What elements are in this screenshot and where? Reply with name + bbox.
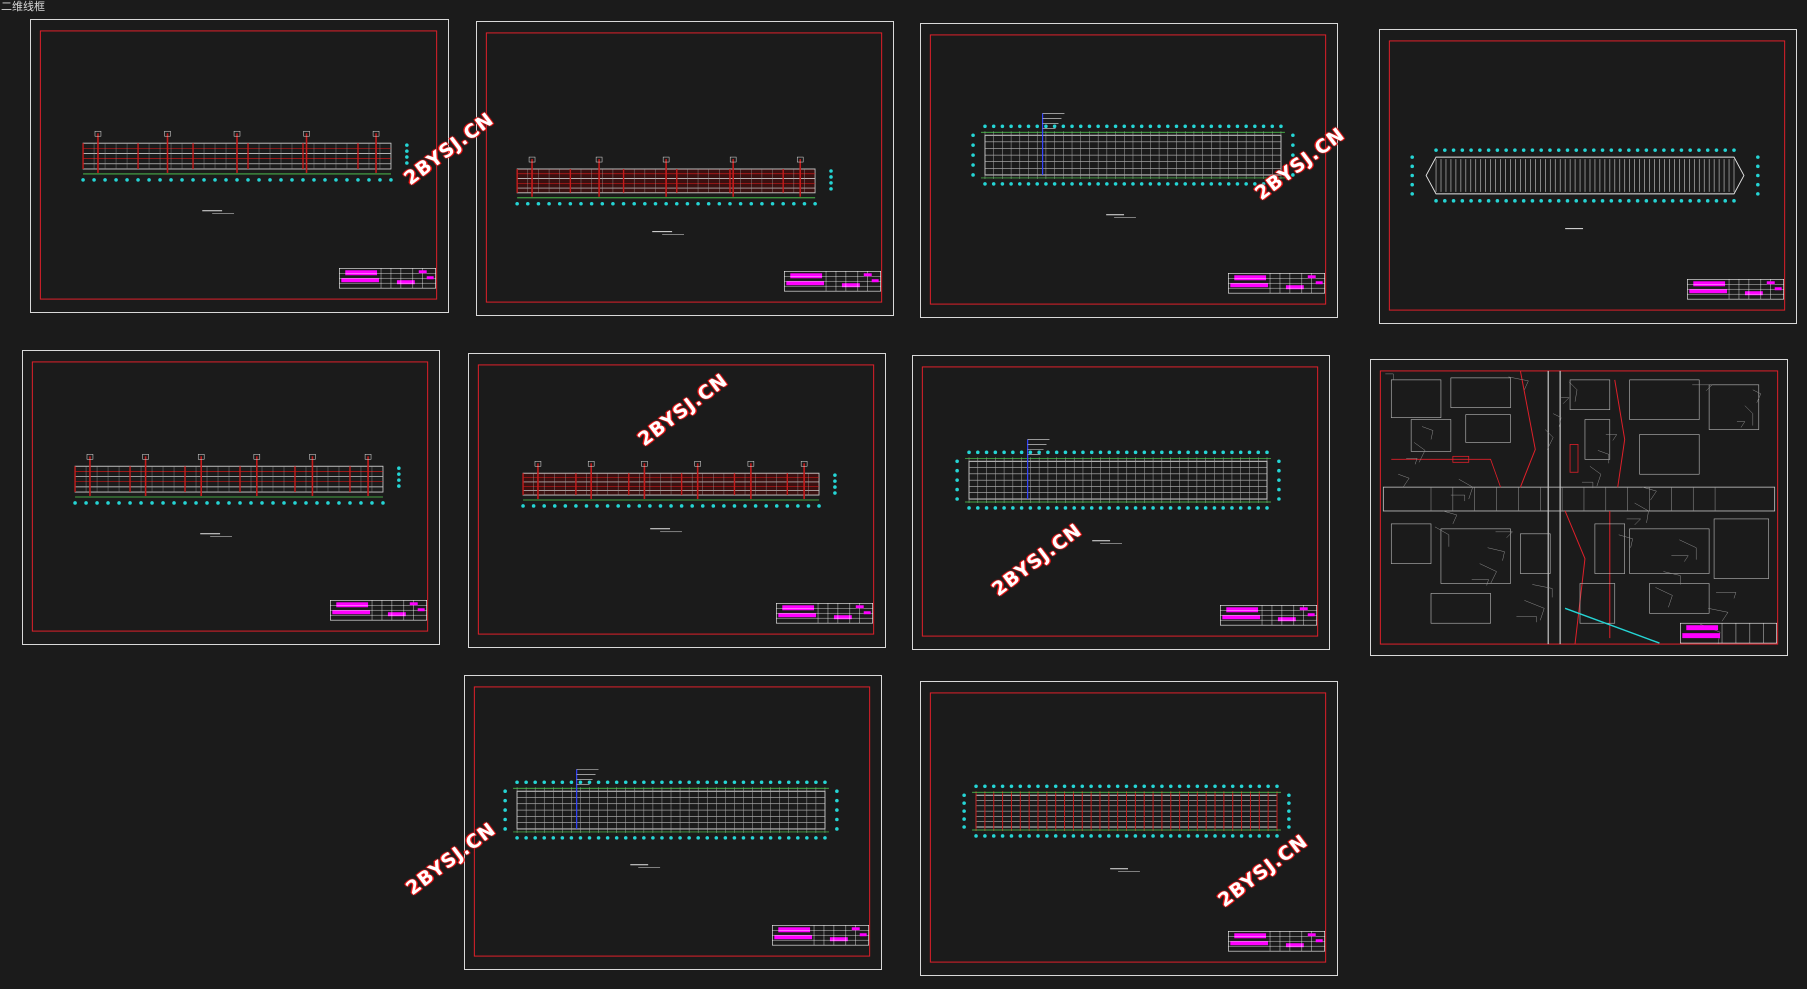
drawing-sheet-10-plan[interactable] <box>920 681 1338 976</box>
sheet-drawing-svg <box>1379 370 1779 645</box>
inner-frame <box>1388 40 1786 311</box>
axis-bubbles <box>1434 148 1736 152</box>
sheet-drawing-svg <box>921 366 1319 637</box>
inner-frame <box>39 30 438 300</box>
sheet-drawing-svg <box>929 34 1327 305</box>
drawing-sheet-7-plan[interactable] <box>912 355 1330 650</box>
inner-frame <box>473 686 871 957</box>
sheet-drawing-svg <box>485 32 883 303</box>
building-plan <box>971 113 1295 218</box>
axis-bubbles <box>73 501 385 505</box>
title-block <box>776 603 873 624</box>
sheet-drawing-svg <box>477 364 875 635</box>
axis-bubbles <box>974 834 1279 838</box>
building-elevation <box>74 454 401 537</box>
sheet-drawing-svg <box>39 30 438 300</box>
drawing-sheet-1-elevation[interactable] <box>30 19 449 313</box>
sheet-drawing-svg <box>929 692 1327 963</box>
axis-bubbles <box>974 784 1279 789</box>
drawing-sheet-5-elevation[interactable] <box>22 350 440 645</box>
sheet-drawing-svg <box>1388 40 1786 311</box>
title-block <box>772 925 869 946</box>
drawing-sheet-4-roof-plan[interactable] <box>1379 29 1797 324</box>
axis-bubbles <box>515 201 817 206</box>
inner-frame <box>485 32 883 303</box>
drawing-sheet-2-elevation[interactable] <box>476 21 894 316</box>
drawing-sheet-3-plan[interactable] <box>920 23 1338 318</box>
sheet-drawing-svg <box>31 361 429 632</box>
roof-plan <box>1410 155 1760 230</box>
inner-frame <box>921 366 1319 637</box>
axis-bubbles <box>1434 199 1736 203</box>
axis-bubbles <box>81 178 393 182</box>
axis-bubbles <box>515 836 827 840</box>
axis-bubbles <box>983 124 1283 129</box>
building-plan <box>955 439 1281 544</box>
title-block <box>784 271 881 292</box>
building-elevation <box>522 461 837 533</box>
axis-bubbles <box>515 780 827 785</box>
title-block <box>1687 279 1784 300</box>
building-plan <box>962 791 1291 872</box>
title-block <box>330 600 427 621</box>
axis-bubbles <box>983 182 1283 186</box>
drawing-sheet-8-site-map[interactable] <box>1370 359 1788 656</box>
building-plan <box>503 769 839 868</box>
title-block <box>1228 273 1325 294</box>
inner-frame <box>31 361 429 632</box>
inner-frame <box>929 34 1327 305</box>
building-elevation <box>82 130 409 214</box>
axis-bubbles <box>967 450 1269 455</box>
drawing-sheet-9-plan[interactable] <box>464 675 882 970</box>
building-elevation <box>516 156 833 235</box>
sheet-drawing-svg <box>473 686 871 957</box>
axis-bubbles <box>521 504 821 508</box>
inner-frame <box>477 364 875 635</box>
title-block <box>1228 931 1325 952</box>
viewport-label[interactable]: 二维线框 <box>1 0 45 13</box>
title-block <box>1220 605 1317 626</box>
axis-bubbles <box>967 506 1269 510</box>
inner-frame <box>929 692 1327 963</box>
drawing-sheet-6-elevation[interactable] <box>468 353 886 648</box>
title-block <box>339 268 436 289</box>
site-map <box>1379 370 1779 645</box>
